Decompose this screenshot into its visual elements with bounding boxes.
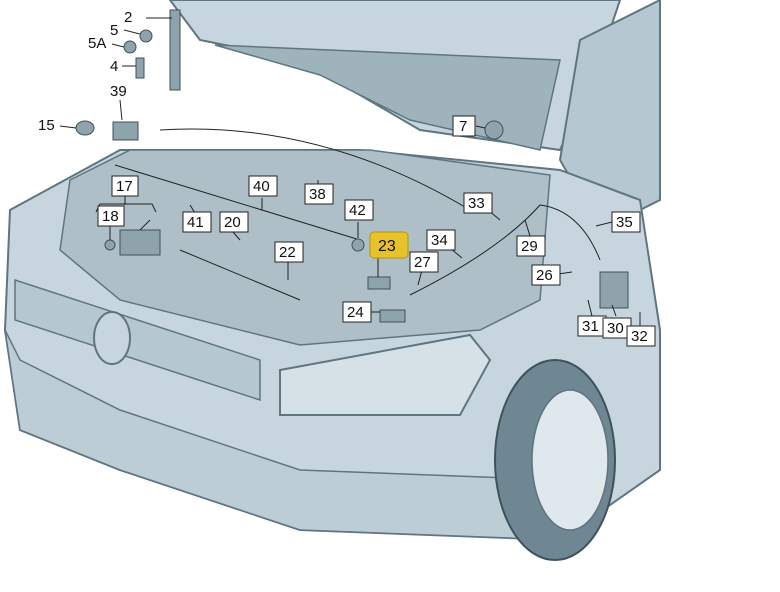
release-cable [409,204,601,296]
svg-text:26: 26 [536,267,553,284]
callout-5a: 5A [88,35,106,52]
svg-text:40: 40 [253,178,270,195]
grille [14,278,261,402]
callout-4: 4 [110,58,118,75]
svg-text:30: 30 [607,320,624,337]
svg-text:33: 33 [468,195,485,212]
callout-26: 26 [531,264,561,286]
part-30-latch [599,271,629,309]
lock-rod [179,249,301,301]
callout-35: 35 [611,211,641,233]
hood-prop-rod [114,164,361,241]
svg-text:20: 20 [224,214,241,231]
svg-text:2: 2 [124,9,132,26]
part-19-lock [119,229,161,256]
svg-text:31: 31 [582,318,599,335]
callout-33: 33 [463,192,493,214]
part-5-nut [139,29,153,43]
callout-22: 22 [274,241,304,263]
svg-text:7: 7 [459,118,467,135]
callout-34: 34 [426,229,456,251]
part-23-handle [367,276,391,290]
svg-text:22: 22 [279,244,296,261]
part-4-bolt [135,57,145,79]
headlight [279,333,492,416]
part-42-clip [351,238,365,252]
svg-text:15: 15 [38,117,55,134]
callout-32: 32 [626,325,656,347]
svg-text:5A: 5A [88,35,106,52]
svg-text:41: 41 [187,214,204,231]
svg-text:17: 17 [116,178,133,195]
part-18-screw [104,239,116,251]
callout-7: 7 [452,115,476,137]
callout-30: 30 [602,317,632,339]
part-7-grommet [484,120,504,140]
vw-logo-emblem [93,311,131,365]
callout-5: 5 [110,22,118,39]
svg-text:29: 29 [521,238,538,255]
svg-text:24: 24 [347,304,364,321]
callout-40: 40 [248,175,278,197]
svg-text:38: 38 [309,186,326,203]
svg-text:27: 27 [414,254,431,271]
svg-text:32: 32 [631,328,648,345]
part-24-clip [379,309,406,323]
callout-27: 27 [409,251,439,273]
part-5a-washer [123,40,137,54]
svg-text:5: 5 [110,22,118,39]
callout-38: 38 [304,183,334,205]
part-2-bracket [169,9,181,91]
callout-18: 18 [97,205,125,227]
svg-text:4: 4 [110,58,118,75]
callout-2: 2 [124,9,132,26]
callout-29: 29 [516,235,546,257]
callout-20: 20 [219,211,249,233]
callout-41: 41 [182,211,212,233]
svg-text:35: 35 [616,214,633,231]
callout-31: 31 [577,315,607,337]
svg-text:42: 42 [349,202,366,219]
engine-bay [59,149,551,346]
callout-24: 24 [342,301,372,323]
svg-text:34: 34 [431,232,448,249]
part-15-buffer [75,120,95,136]
callout-39: 39 [110,83,127,100]
callout-23-highlighted: 23 [369,231,409,259]
callout-15: 15 [38,117,55,134]
callout-42: 42 [344,199,374,221]
svg-text:18: 18 [102,208,119,225]
callout-17: 17 [111,175,139,197]
svg-text:39: 39 [110,83,127,100]
svg-text:23: 23 [378,238,396,255]
part-39-hinge [112,121,139,141]
wheel-rim [531,389,609,531]
hood-seal [159,128,471,211]
